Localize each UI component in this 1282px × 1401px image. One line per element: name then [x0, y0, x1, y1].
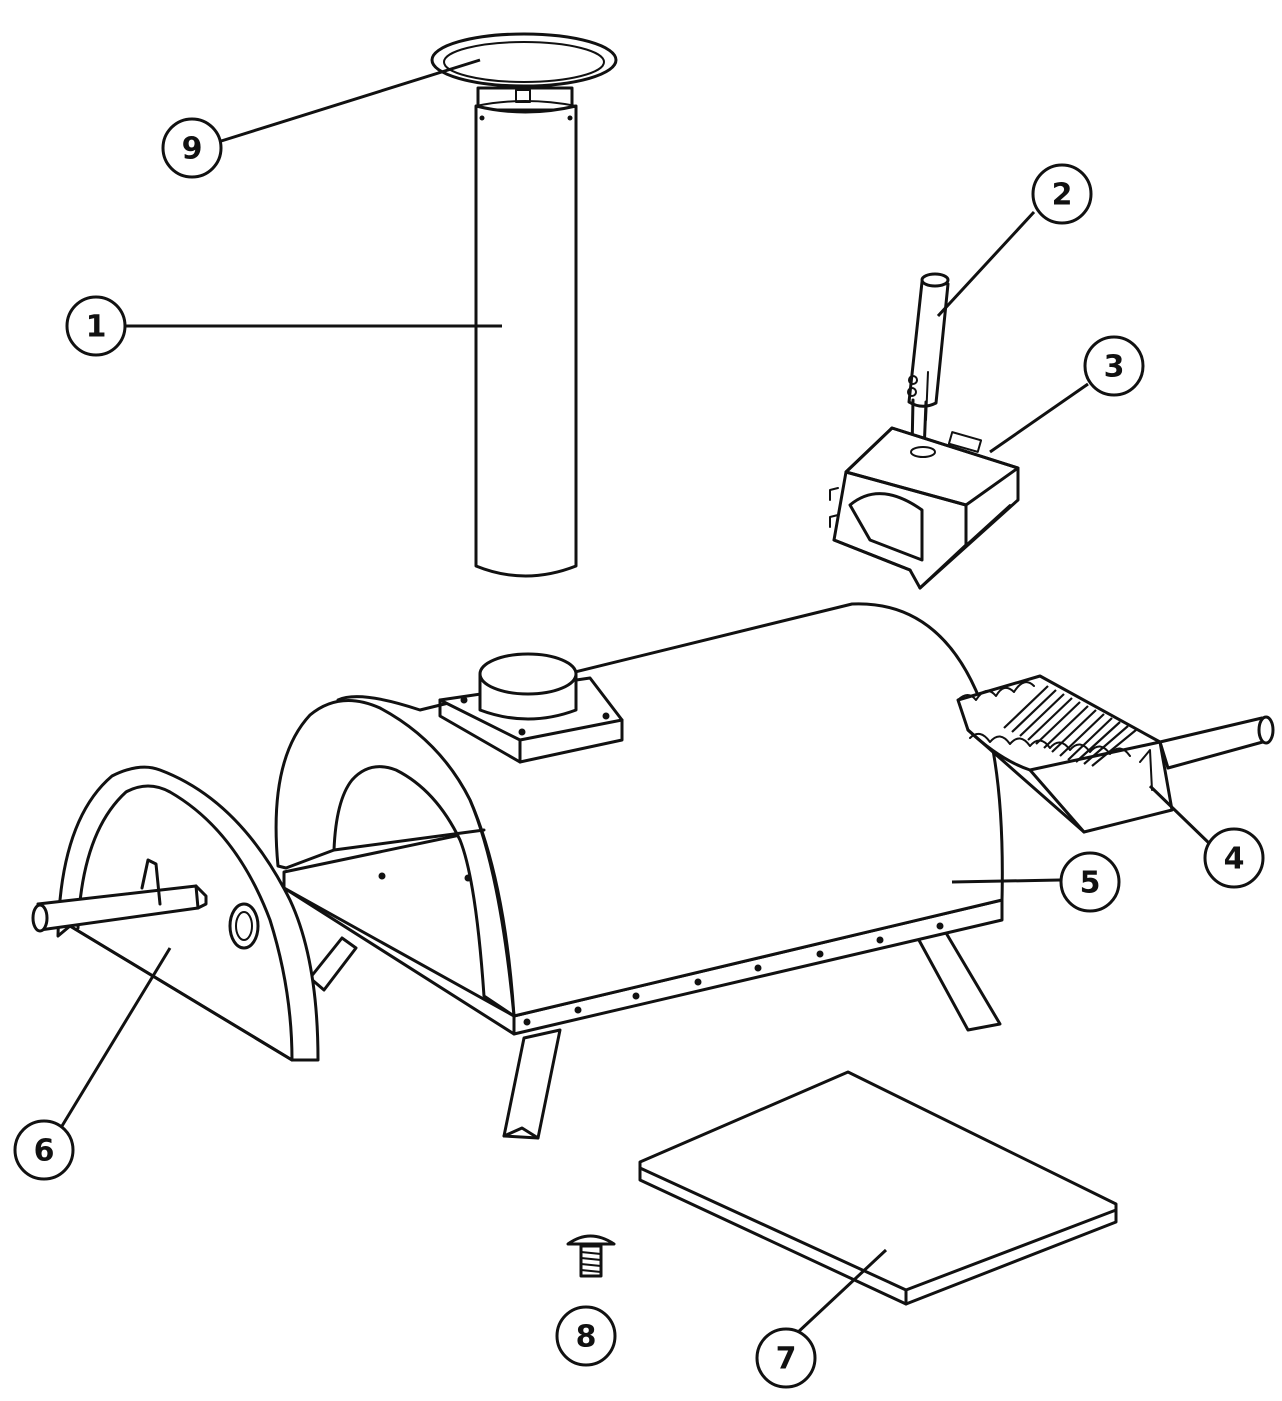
hopper-handle [907, 272, 950, 454]
leader-lines [60, 58, 1214, 1336]
leader-5 [951, 878, 1061, 884]
callout-1: 1 [65, 295, 127, 357]
callout-1-label: 1 [86, 310, 107, 345]
burner-tray [956, 674, 1275, 834]
callout-3: 3 [1083, 335, 1145, 397]
callout-4-label: 4 [1224, 842, 1245, 877]
callout-2: 2 [1031, 163, 1093, 225]
callout-7-label: 7 [776, 1342, 797, 1377]
callout-9: 9 [161, 117, 223, 179]
leader-9 [217, 58, 481, 144]
callout-6-label: 6 [34, 1134, 55, 1169]
callout-6: 6 [13, 1119, 75, 1181]
callout-3-label: 3 [1104, 350, 1125, 385]
callout-5: 5 [1059, 851, 1121, 913]
pizza-stone [638, 1070, 1118, 1306]
burner-grate-hatch [1003, 685, 1137, 767]
callout-5-label: 5 [1080, 866, 1101, 901]
callout-8-label: 8 [576, 1320, 597, 1355]
oven-body [274, 602, 1004, 1140]
callout-7: 7 [755, 1327, 817, 1389]
leader-3 [989, 382, 1089, 454]
pellet-hopper [829, 426, 1020, 590]
callout-4: 4 [1203, 827, 1265, 889]
leader-6 [60, 947, 172, 1127]
oven-door [31, 765, 320, 1062]
screw [566, 1234, 616, 1278]
callout-9-label: 9 [182, 132, 203, 167]
callout-8: 8 [555, 1305, 617, 1367]
callout-2-label: 2 [1052, 178, 1073, 213]
chimney-pipe [474, 100, 578, 578]
leader-7 [794, 1248, 888, 1336]
leader-4 [1148, 784, 1214, 848]
leader-2 [936, 210, 1036, 318]
chimney-cap [430, 32, 618, 112]
